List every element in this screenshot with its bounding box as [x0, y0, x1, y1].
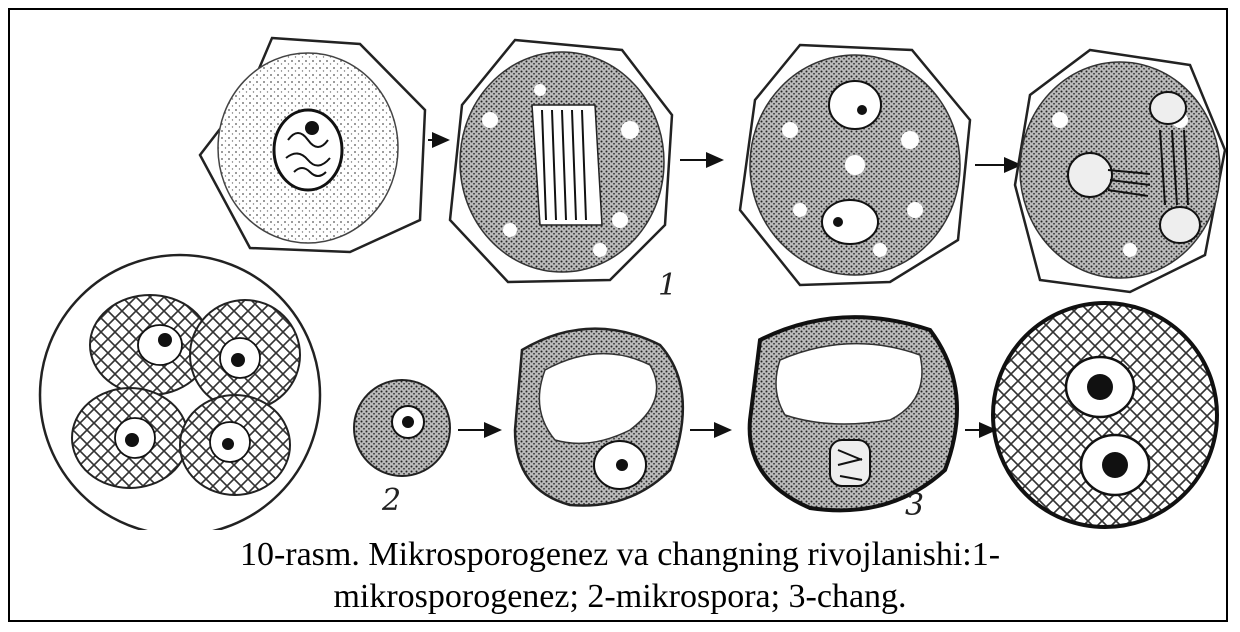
young-microspore	[354, 380, 450, 476]
stage-number-1: 1	[658, 268, 677, 303]
caption-line-1: 10-rasm. Mikrosporogenez va changning ri…	[10, 534, 1230, 576]
cell-4-second-division	[1015, 50, 1225, 292]
tetrad	[40, 255, 320, 530]
cell-1-nucleus	[200, 38, 425, 252]
figure-caption: 10-rasm. Mikrosporogenez va changning ri…	[10, 534, 1230, 618]
caption-line-2: mikrosporogenez; 2-mikrospora; 3-chang.	[10, 576, 1230, 618]
vacuolated-microspore	[515, 329, 683, 506]
figure-frame: 1	[8, 8, 1228, 622]
cell-3-telophase	[740, 45, 970, 285]
stage-number-2: 2	[381, 483, 401, 518]
microsporogenesis-diagram: 1	[10, 10, 1230, 530]
binucleate-pollen	[750, 317, 957, 510]
mature-pollen-grain	[993, 303, 1217, 527]
stage-number-3: 3	[905, 488, 924, 523]
cell-2-metaphase	[450, 40, 672, 282]
